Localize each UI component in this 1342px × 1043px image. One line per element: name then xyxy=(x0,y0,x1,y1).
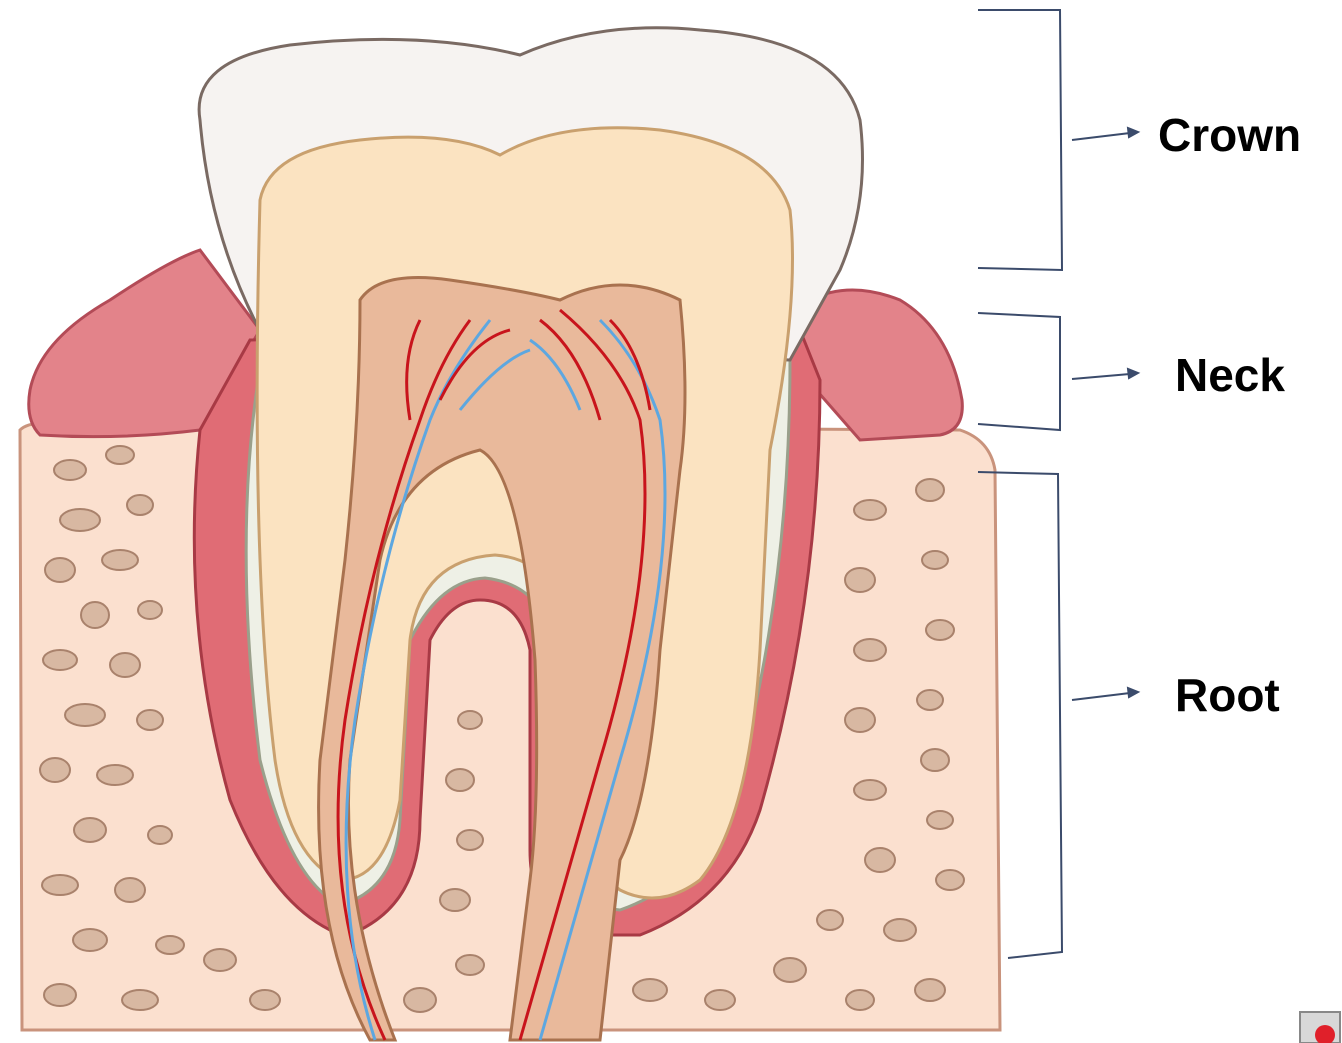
crown-arrow xyxy=(1072,133,1130,140)
corner-logo xyxy=(1300,1012,1340,1043)
crown-bracket xyxy=(978,10,1062,270)
root-label: Root xyxy=(1175,672,1280,718)
neck-label: Neck xyxy=(1175,352,1285,398)
neck-arrow xyxy=(1072,374,1130,379)
arrows xyxy=(1072,128,1138,700)
crown-label: Crown xyxy=(1158,112,1301,158)
root-arrow xyxy=(1072,693,1130,700)
neck-bracket xyxy=(978,313,1060,430)
